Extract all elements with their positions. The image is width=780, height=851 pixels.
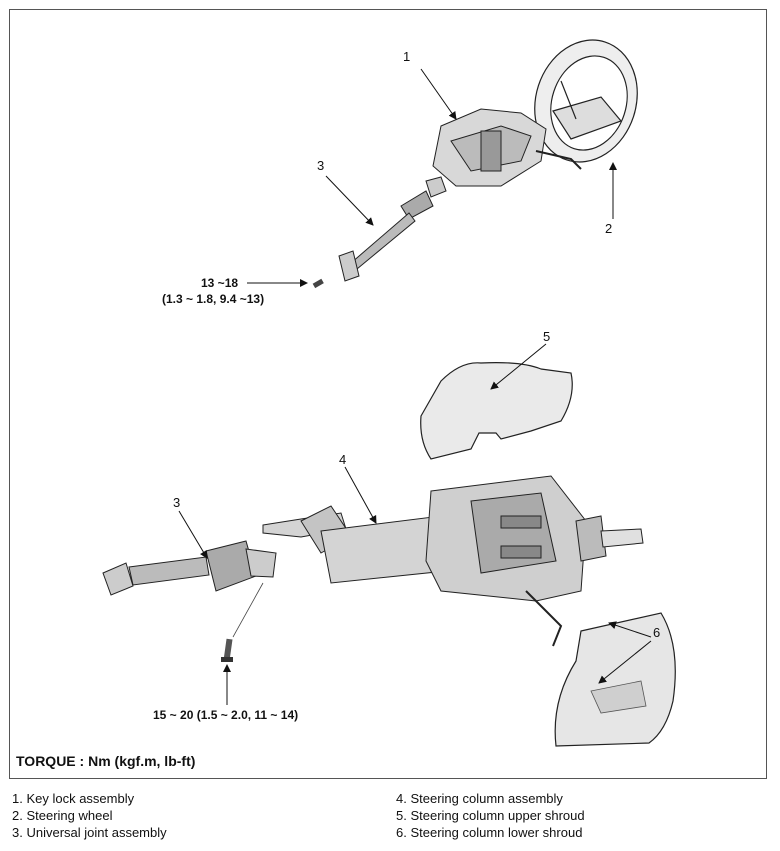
leader-6b [598, 640, 652, 684]
torque-bottom: 15 ~ 20 (1.5 ~ 2.0, 11 ~ 14) [153, 708, 298, 722]
legend-item: 6. Steering column lower shroud [396, 825, 583, 840]
callout-2: 2 [605, 221, 612, 236]
diagram-frame: 1 2 3 13 ~18 (1.3 ~ 1.8, 9.4 ~13) [9, 9, 767, 779]
callout-6: 6 [653, 625, 660, 640]
leader-3-top [325, 175, 374, 226]
torque-units-footer: TORQUE : Nm (kgf.m, lb-ft) [16, 753, 196, 769]
upper-shroud-drawing [420, 362, 573, 460]
bolt-top-drawing [312, 278, 324, 289]
torque-top-line1: 13 ~18 [201, 276, 238, 290]
legend-item: 4. Steering column assembly [396, 791, 563, 806]
torque-top-line2: (1.3 ~ 1.8, 9.4 ~13) [162, 292, 264, 306]
steering-column-drawing [262, 475, 644, 647]
bottom-assembly: 5 4 3 6 15 ~ 20 (1.5 ~ 2.0, 11 ~ 14) [102, 329, 676, 747]
leader-1 [420, 68, 457, 120]
legend-column-right: 4. Steering column assembly 5. Steering … [396, 790, 585, 841]
leader-3-bottom [178, 510, 208, 559]
universal-joint-top-drawing [338, 176, 447, 282]
bolt-guide-line [232, 582, 264, 638]
callout-3-top: 3 [317, 158, 324, 173]
callout-3-bottom: 3 [173, 495, 180, 510]
exploded-view-diagram: 1 2 3 13 ~18 (1.3 ~ 1.8, 9.4 ~13) [102, 39, 676, 747]
legend-item: 5. Steering column upper shroud [396, 808, 585, 823]
leader-6a [608, 621, 652, 638]
legend-item: 3. Universal joint assembly [12, 825, 167, 840]
callout-4: 4 [339, 452, 346, 467]
lower-shroud-detail [590, 680, 647, 714]
callout-1: 1 [403, 49, 410, 64]
legend-item: 2. Steering wheel [12, 808, 113, 823]
top-assembly: 1 2 3 13 ~18 (1.3 ~ 1.8, 9.4 ~13) [162, 39, 638, 306]
callout-5: 5 [543, 329, 550, 344]
legend-column-left: 1. Key lock assembly 2. Steering wheel 3… [12, 790, 167, 841]
key-lock-assembly-drawing [432, 108, 582, 187]
leader-5 [490, 343, 547, 390]
steering-wheel-drawing [534, 39, 638, 163]
bolt-bottom-drawing [221, 638, 233, 662]
universal-joint-bottom-drawing [102, 540, 277, 596]
leader-4 [344, 466, 377, 524]
legend-item: 1. Key lock assembly [12, 791, 135, 806]
